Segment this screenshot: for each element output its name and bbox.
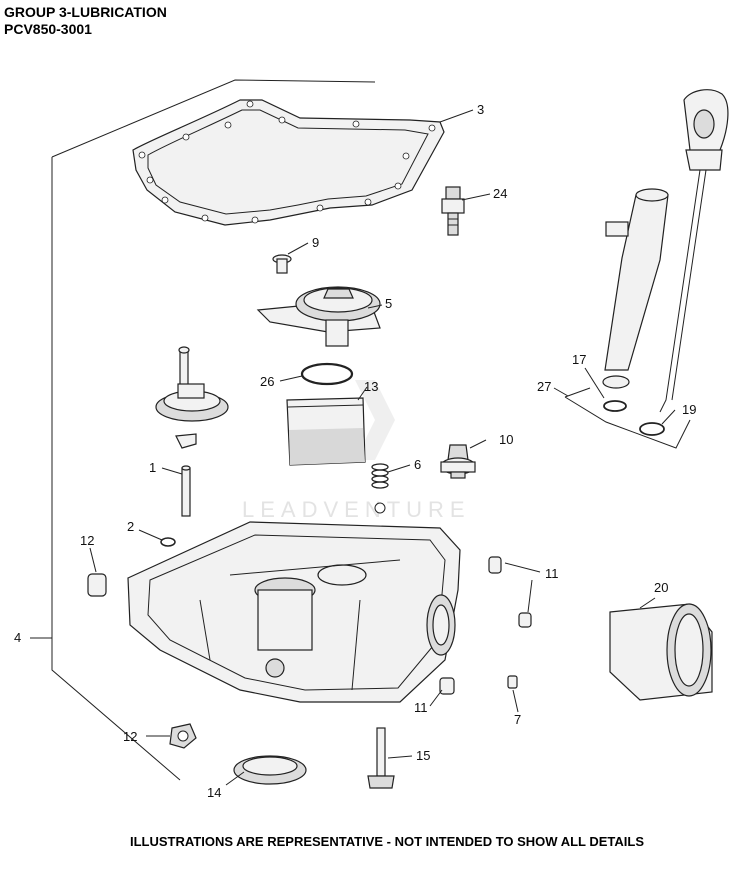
plug-part-12b	[169, 723, 197, 749]
o-ring-part-19	[639, 422, 665, 436]
sensor-part-24	[441, 186, 465, 236]
leader-lines	[30, 109, 676, 786]
callout-19: 19	[682, 402, 696, 417]
watermark-text: LEADVENTURE	[242, 497, 471, 522]
shaft-part-1	[181, 465, 191, 517]
dowel-part-11c	[439, 677, 455, 695]
callout-2: 2	[127, 519, 134, 534]
watermark: LEADVENTURE	[242, 380, 471, 522]
assembly-boundary-4	[51, 79, 376, 781]
spring-part-6	[371, 463, 389, 489]
disclaimer-footer: ILLUSTRATIONS ARE REPRESENTATIVE - NOT I…	[130, 834, 644, 849]
seal-set-part-27	[564, 387, 691, 449]
callout-17: 17	[572, 352, 586, 367]
callout-12b: 12	[123, 729, 137, 744]
callout-1: 1	[149, 460, 156, 475]
callout-11b: 11	[414, 700, 428, 715]
page-title: GROUP 3-LUBRICATION	[4, 4, 167, 20]
bushing-part-12a	[87, 573, 107, 597]
callout-6: 6	[414, 457, 421, 472]
o-ring-part-26	[300, 362, 354, 386]
washer-part-2	[160, 537, 176, 547]
callout-7: 7	[514, 712, 521, 727]
callout-9: 9	[312, 235, 319, 250]
oil-fill-tube	[602, 188, 669, 389]
oil-pan-part-4	[127, 521, 461, 703]
callout-10: 10	[499, 432, 513, 447]
dowel-part-11a	[488, 556, 502, 574]
callout-labels: 3 24 9 5 26 13 10 1 6 2 12 11 11 7 20 4 …	[14, 102, 696, 800]
gasket-part-3	[132, 99, 445, 226]
callout-27: 27	[537, 379, 551, 394]
oil-filter-part-20	[609, 603, 713, 701]
gear-assembly	[155, 346, 229, 449]
seal-part-14	[233, 755, 307, 785]
ball	[374, 502, 386, 514]
callout-12a: 12	[80, 533, 94, 548]
callout-26: 26	[260, 374, 274, 389]
screen-part-13	[286, 397, 366, 466]
dipstick	[659, 89, 729, 413]
dowel-part-11b	[518, 612, 532, 628]
callout-11a: 11	[545, 566, 559, 581]
switch-part-10	[440, 444, 476, 479]
callout-14: 14	[207, 785, 221, 800]
bolt-part-9	[272, 254, 292, 274]
o-ring-part-17	[603, 400, 627, 412]
callout-5: 5	[385, 296, 392, 311]
callout-13: 13	[364, 379, 378, 394]
oil-pump-part-5	[256, 286, 381, 347]
model-number: PCV850-3001	[4, 21, 92, 37]
callout-24: 24	[493, 186, 507, 201]
pin-part-7	[507, 675, 518, 689]
bolt-part-15	[367, 727, 395, 789]
callout-15: 15	[416, 748, 430, 763]
callout-20: 20	[654, 580, 668, 595]
callout-3: 3	[477, 102, 484, 117]
callout-4: 4	[14, 630, 21, 645]
